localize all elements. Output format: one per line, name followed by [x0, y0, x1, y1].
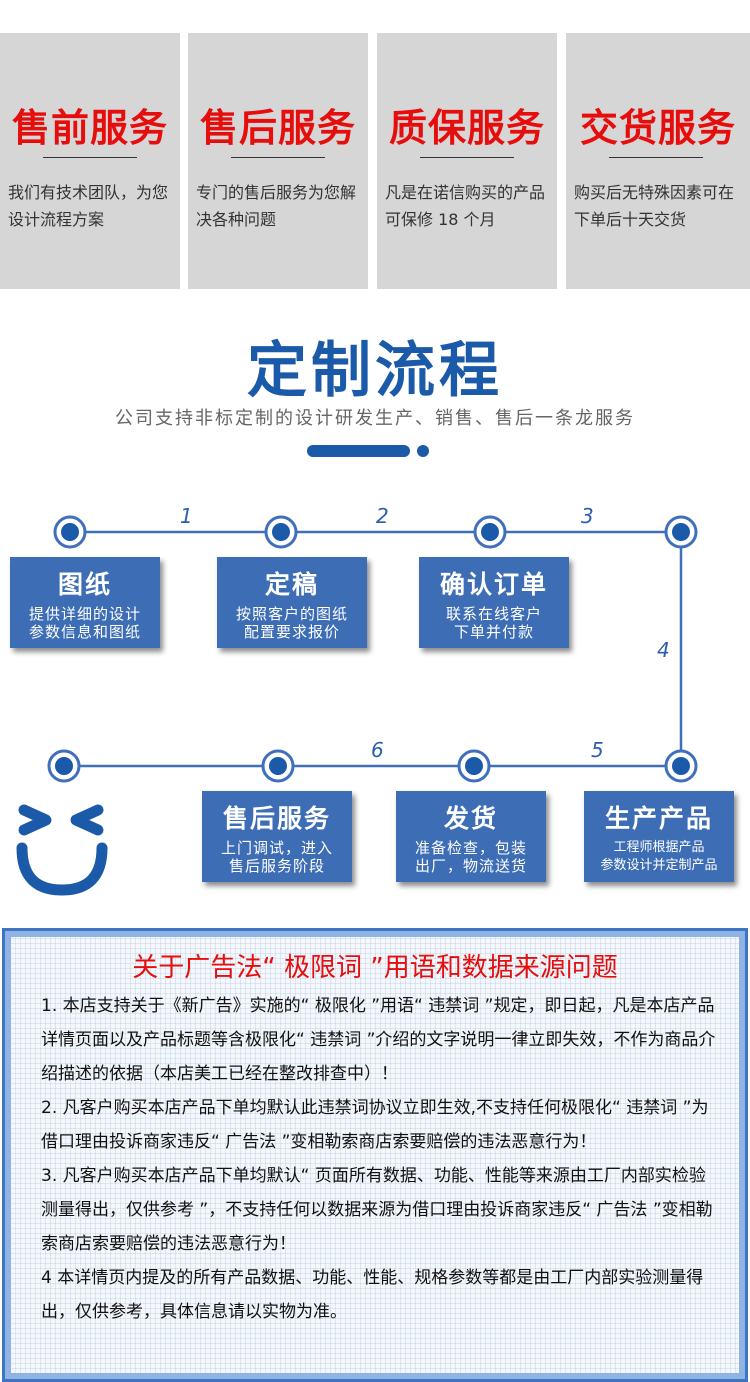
step-title: 售后服务 — [222, 804, 331, 833]
flow-node — [264, 515, 298, 549]
flow-node — [664, 515, 698, 549]
step-number: 2 — [376, 504, 389, 528]
service-desc: 专门的售后服务为您解决各种问题 — [196, 183, 357, 229]
service-card-delivery: 交货服务 购买后无特殊因素可在下单后十天交货 — [566, 33, 750, 289]
step-box-drawing: 图纸 提供详细的设计 参数信息和图纸 — [10, 557, 160, 648]
step-desc-line: 联系在线客户 — [445, 605, 542, 623]
notice-title: 关于广告法“ 极限词 ”用语和数据来源问题 — [132, 953, 618, 983]
service-desc: 凡是在诺信购买的产品可保修 18 个月 — [385, 183, 546, 229]
step-desc-line: 上门调试，进入 — [220, 839, 333, 857]
flow-node — [53, 515, 87, 549]
service-card-aftersale: 售后服务 专门的售后服务为您解决各种问题 — [188, 33, 368, 289]
flow-node — [473, 515, 507, 549]
divider — [420, 157, 514, 158]
step-box-finalize: 定稿 按照客户的图纸 配置要求报价 — [217, 557, 367, 648]
step-desc-line: 售后服务阶段 — [228, 857, 325, 875]
service-card-presale: 售前服务 我们有技术团队，为您设计流程方案 — [0, 33, 180, 289]
step-desc-line: 参数设计并定制产品 — [600, 858, 718, 873]
process-flow-lines — [47, 515, 698, 783]
flow-node — [47, 749, 81, 783]
service-desc: 购买后无特殊因素可在下单后十天交货 — [574, 183, 735, 229]
divider — [231, 157, 325, 158]
step-number: 5 — [591, 738, 604, 762]
service-title: 售后服务 — [199, 106, 356, 150]
step-desc: 工程师根据产品 参数设计并定制产品 — [584, 839, 734, 875]
step-number: 3 — [581, 504, 594, 528]
step-number: 6 — [371, 738, 384, 762]
service-title: 售前服务 — [11, 106, 168, 150]
service-cards: 售前服务 我们有技术团队，为您设计流程方案 售后服务 专门的售后服务为您解决各种… — [0, 33, 750, 289]
step-title: 定稿 — [264, 570, 319, 599]
service-title: 质保服务 — [388, 106, 545, 150]
step-desc: 按照客户的图纸 配置要求报价 — [217, 605, 367, 641]
step-desc-line: 准备检查，包装 — [414, 839, 527, 857]
step-desc: 准备检查，包装 出厂，物流送货 — [396, 839, 546, 875]
notice-paragraph: 3. 凡客户购买本店产品下单均默认“ 页面所有数据、功能、性能等来源由工厂内部实… — [41, 1166, 713, 1254]
step-desc: 提供详细的设计 参数信息和图纸 — [10, 605, 160, 641]
flow-node — [664, 749, 698, 783]
service-card-warranty: 质保服务 凡是在诺信购买的产品可保修 18 个月 — [377, 33, 557, 289]
step-desc-line: 工程师根据产品 — [613, 840, 705, 855]
step-box-confirm-order: 确认订单 联系在线客户 下单并付款 — [419, 557, 569, 648]
step-title: 图纸 — [57, 570, 112, 599]
process-title: 定制流程 — [247, 336, 503, 406]
step-desc-line: 参数信息和图纸 — [28, 623, 141, 641]
decor-dot — [417, 445, 429, 457]
process-subtitle: 公司支持非标定制的设计研发生产、销售、售后一条龙服务 — [115, 408, 635, 429]
flow-nodes — [47, 515, 698, 783]
flow-node — [457, 749, 491, 783]
step-title: 发货 — [443, 804, 498, 833]
notice-paragraph: 4 本详情页内提及的所有产品数据、功能、性能、规格参数等都是由工厂内部实验测量得… — [41, 1268, 704, 1322]
divider — [609, 157, 703, 158]
step-desc: 上门调试，进入 售后服务阶段 — [202, 839, 352, 875]
step-desc-line: 下单并付款 — [453, 623, 534, 641]
step-number: 1 — [180, 504, 193, 528]
notice-body: 1. 本店支持关于《新广告》实施的“ 极限化 ”用语“ 违禁词 ”规定，即日起，… — [41, 989, 721, 1329]
step-desc-line: 配置要求报价 — [243, 623, 340, 641]
step-desc-line: 提供详细的设计 — [28, 605, 141, 623]
ad-law-notice: 关于广告法“ 极限词 ”用语和数据来源问题 1. 本店支持关于《新广告》实施的“… — [2, 928, 748, 1382]
notice-paragraph: 1. 本店支持关于《新广告》实施的“ 极限化 ”用语“ 违禁词 ”规定，即日起，… — [41, 996, 716, 1084]
service-title: 交货服务 — [579, 106, 736, 150]
step-title: 生产产品 — [604, 804, 713, 833]
flow-node — [261, 749, 295, 783]
step-desc-line: 按照客户的图纸 — [235, 605, 348, 623]
step-box-shipping: 发货 准备检查，包装 出厂，物流送货 — [396, 791, 546, 882]
notice-paragraph: 2. 凡客户购买本店产品下单均默认此违禁词协议立即生效,不支持任何极限化“ 违禁… — [41, 1098, 709, 1152]
decor-bar — [307, 445, 410, 457]
divider — [43, 157, 137, 158]
flow-path — [64, 530, 683, 768]
service-desc: 我们有技术团队，为您设计流程方案 — [8, 183, 169, 229]
step-box-production: 生产产品 工程师根据产品 参数设计并定制产品 — [584, 791, 734, 882]
step-box-aftersale: 售后服务 上门调试，进入 售后服务阶段 — [202, 791, 352, 882]
step-desc-line: 出厂，物流送货 — [414, 857, 527, 875]
smiley-icon — [16, 804, 108, 896]
step-number: 4 — [657, 638, 670, 662]
step-title: 确认订单 — [439, 570, 548, 599]
step-desc: 联系在线客户 下单并付款 — [419, 605, 569, 641]
